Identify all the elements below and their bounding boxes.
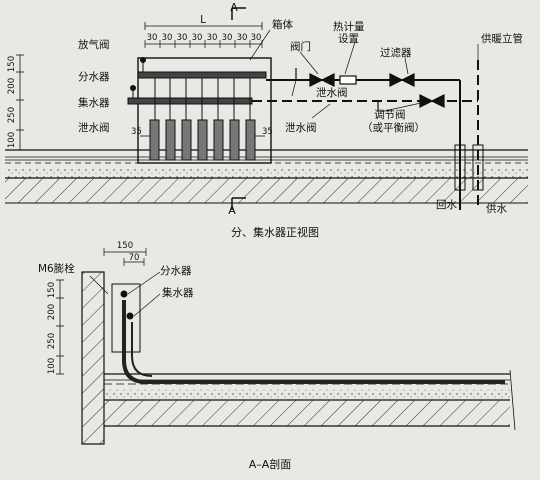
label-section-return: 集水器	[162, 286, 194, 299]
label-anchor-bolt: M6膨栓	[38, 262, 75, 275]
dimension-L-label: L	[200, 14, 206, 26]
spacing-label: 30	[237, 33, 248, 43]
section-marker-bottom: A	[228, 204, 236, 217]
front-view	[5, 7, 528, 210]
section-left-dims	[56, 279, 64, 375]
label-supply-manifold: 分水器	[78, 71, 110, 83]
spacing-label: 30	[222, 33, 233, 43]
label-return-water: 回水	[436, 199, 457, 211]
front-view-caption: 分、集水器正视图	[231, 225, 319, 239]
section-dim-150: 150	[117, 241, 133, 251]
circuit-branches	[149, 78, 256, 161]
label-drain-valve-left: 泄水阀	[78, 121, 110, 134]
front-dim-200: 200	[7, 78, 17, 94]
label-vent-valve: 放气阀	[78, 38, 110, 51]
section-leaders	[127, 271, 161, 317]
front-labels: A A L 30 30 30 30 30 30 30 30 150 200 25…	[7, 1, 523, 239]
front-floor-structure	[5, 149, 528, 204]
section-view	[56, 248, 516, 445]
spacing-label: 30	[251, 33, 262, 43]
section-view-caption: A–A剖面	[249, 457, 292, 471]
front-dim-250: 250	[7, 107, 17, 123]
vent-valve	[130, 57, 146, 98]
section-dim-150-v: 150	[47, 282, 57, 298]
label-supply-water: 供水	[486, 202, 507, 215]
section-dim-250-v: 250	[47, 333, 57, 349]
label-filter: 过滤器	[380, 46, 412, 59]
spacing-label: 30	[147, 33, 158, 43]
section-cut-line	[231, 7, 246, 210]
supply-manifold-bar	[137, 71, 267, 79]
section-dim-70: 70	[129, 253, 140, 263]
spacing-dimensions	[144, 40, 263, 48]
spacing-label: 30	[207, 33, 218, 43]
label-valve: 阀门	[290, 40, 311, 53]
front-dim-100: 100	[7, 132, 17, 148]
return-manifold-bar	[127, 97, 253, 105]
section-dim-100-v: 100	[47, 358, 57, 374]
label-dim-35-right: 35	[262, 127, 273, 137]
label-heat-meter-1: 热计量	[333, 20, 365, 33]
label-riser: 供暖立管	[481, 32, 523, 45]
dimension-L	[144, 22, 263, 30]
label-box: 箱体	[272, 18, 293, 31]
spacing-label: 30	[162, 33, 173, 43]
cabinet-box	[137, 57, 272, 164]
label-drain-valve-bottom: 泄水阀	[285, 121, 317, 134]
anchor-bolt-leader	[89, 275, 109, 295]
label-drain-valve-mid: 泄水阀	[316, 86, 348, 99]
front-leaders	[249, 29, 479, 119]
front-dim-150: 150	[7, 56, 17, 72]
section-pipe	[122, 300, 505, 384]
spacing-label: 30	[192, 33, 203, 43]
label-regulating-valve: 调节阀	[374, 108, 406, 121]
riser-sleeves	[454, 144, 484, 191]
label-section-supply: 分水器	[160, 265, 192, 277]
section-labels: 150 70 150 200 250 100 M6膨栓 分水器 集水器 A–A剖…	[38, 241, 291, 471]
spacing-label: 30	[177, 33, 188, 43]
label-return-manifold: 集水器	[78, 96, 110, 109]
label-heat-meter-2: 设置	[338, 33, 359, 45]
section-marker-top: A	[230, 1, 238, 14]
section-dim-200-v: 200	[47, 304, 57, 320]
label-balance-valve: （或平衡阀）	[362, 121, 425, 134]
label-dim-35-left: 35	[131, 127, 142, 137]
wall	[81, 271, 105, 445]
front-left-dims	[16, 54, 24, 151]
section-floor-structure	[104, 369, 516, 431]
inline-valves	[295, 68, 445, 112]
section-top-dims	[103, 248, 147, 266]
